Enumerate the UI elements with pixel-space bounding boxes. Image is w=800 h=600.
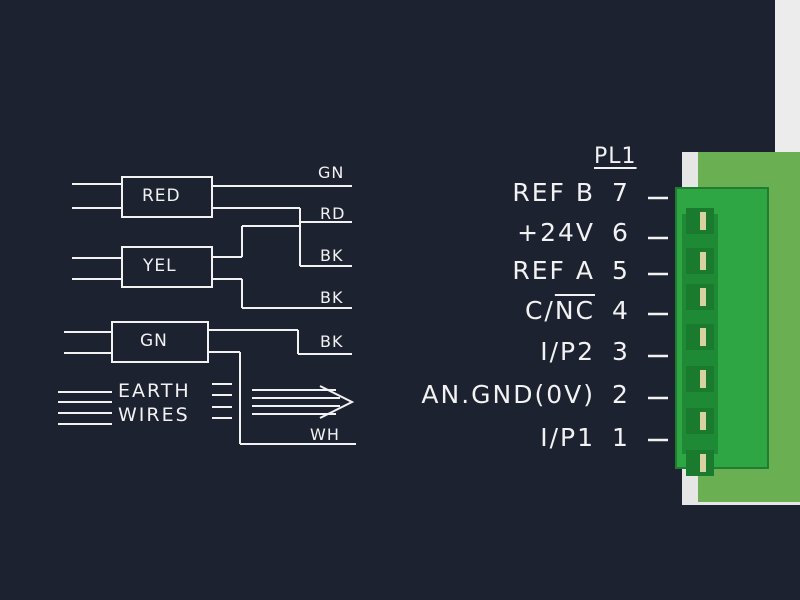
terminal-pin bbox=[700, 454, 706, 472]
gn-box bbox=[111, 321, 209, 363]
wires-label: WIRES bbox=[118, 404, 190, 426]
pin-label-6: +24V bbox=[517, 218, 595, 247]
terminal-pin bbox=[700, 328, 706, 346]
wire-label-rd: RD bbox=[320, 204, 346, 223]
pin-label-7: REF B bbox=[512, 178, 595, 207]
terminal-pin bbox=[700, 288, 706, 306]
wire-label-gn: GN bbox=[318, 163, 345, 182]
wiring-diagram bbox=[58, 176, 356, 445]
terminal-pin bbox=[700, 370, 706, 388]
pin-number-2: 2 bbox=[612, 380, 629, 409]
wire-label-wh: WH bbox=[310, 425, 340, 444]
pin-label-5: REF A bbox=[512, 256, 595, 285]
terminal-block bbox=[675, 187, 769, 476]
pin-label-1: I/P1 bbox=[540, 423, 595, 452]
red-box bbox=[121, 176, 213, 218]
pin-label-4-prefix: C/ bbox=[524, 296, 555, 325]
pin-label-4-overlined: NC bbox=[554, 296, 595, 325]
box-label-gn: GN bbox=[140, 331, 168, 351]
pin-label-4: C/NC bbox=[525, 296, 595, 325]
connector-name: PL1 bbox=[594, 144, 637, 169]
wire-label-bk: BK bbox=[320, 246, 344, 265]
pin-number-3: 3 bbox=[612, 337, 629, 366]
earth-label: EARTH bbox=[118, 380, 191, 402]
pin-leaders bbox=[648, 196, 668, 442]
yel-box bbox=[121, 246, 213, 288]
wire-label-bk: BK bbox=[320, 332, 344, 351]
terminal-pin bbox=[700, 252, 706, 270]
pin-number-1: 1 bbox=[612, 423, 629, 452]
pin-label-2: AN.GND(0V) bbox=[421, 380, 595, 409]
pin-number-6: 6 bbox=[612, 218, 629, 247]
pin-label-3: I/P2 bbox=[540, 337, 595, 366]
box-label-yel: YEL bbox=[143, 256, 177, 276]
pin-number-4: 4 bbox=[612, 296, 629, 325]
pin-number-7: 7 bbox=[612, 178, 629, 207]
box-label-red: RED bbox=[142, 186, 181, 206]
terminal-pins bbox=[686, 208, 714, 476]
pin-number-5: 5 bbox=[612, 256, 629, 285]
wire-label-bk: BK bbox=[320, 288, 344, 307]
terminal-pin bbox=[700, 212, 706, 230]
terminal-pin bbox=[700, 412, 706, 430]
